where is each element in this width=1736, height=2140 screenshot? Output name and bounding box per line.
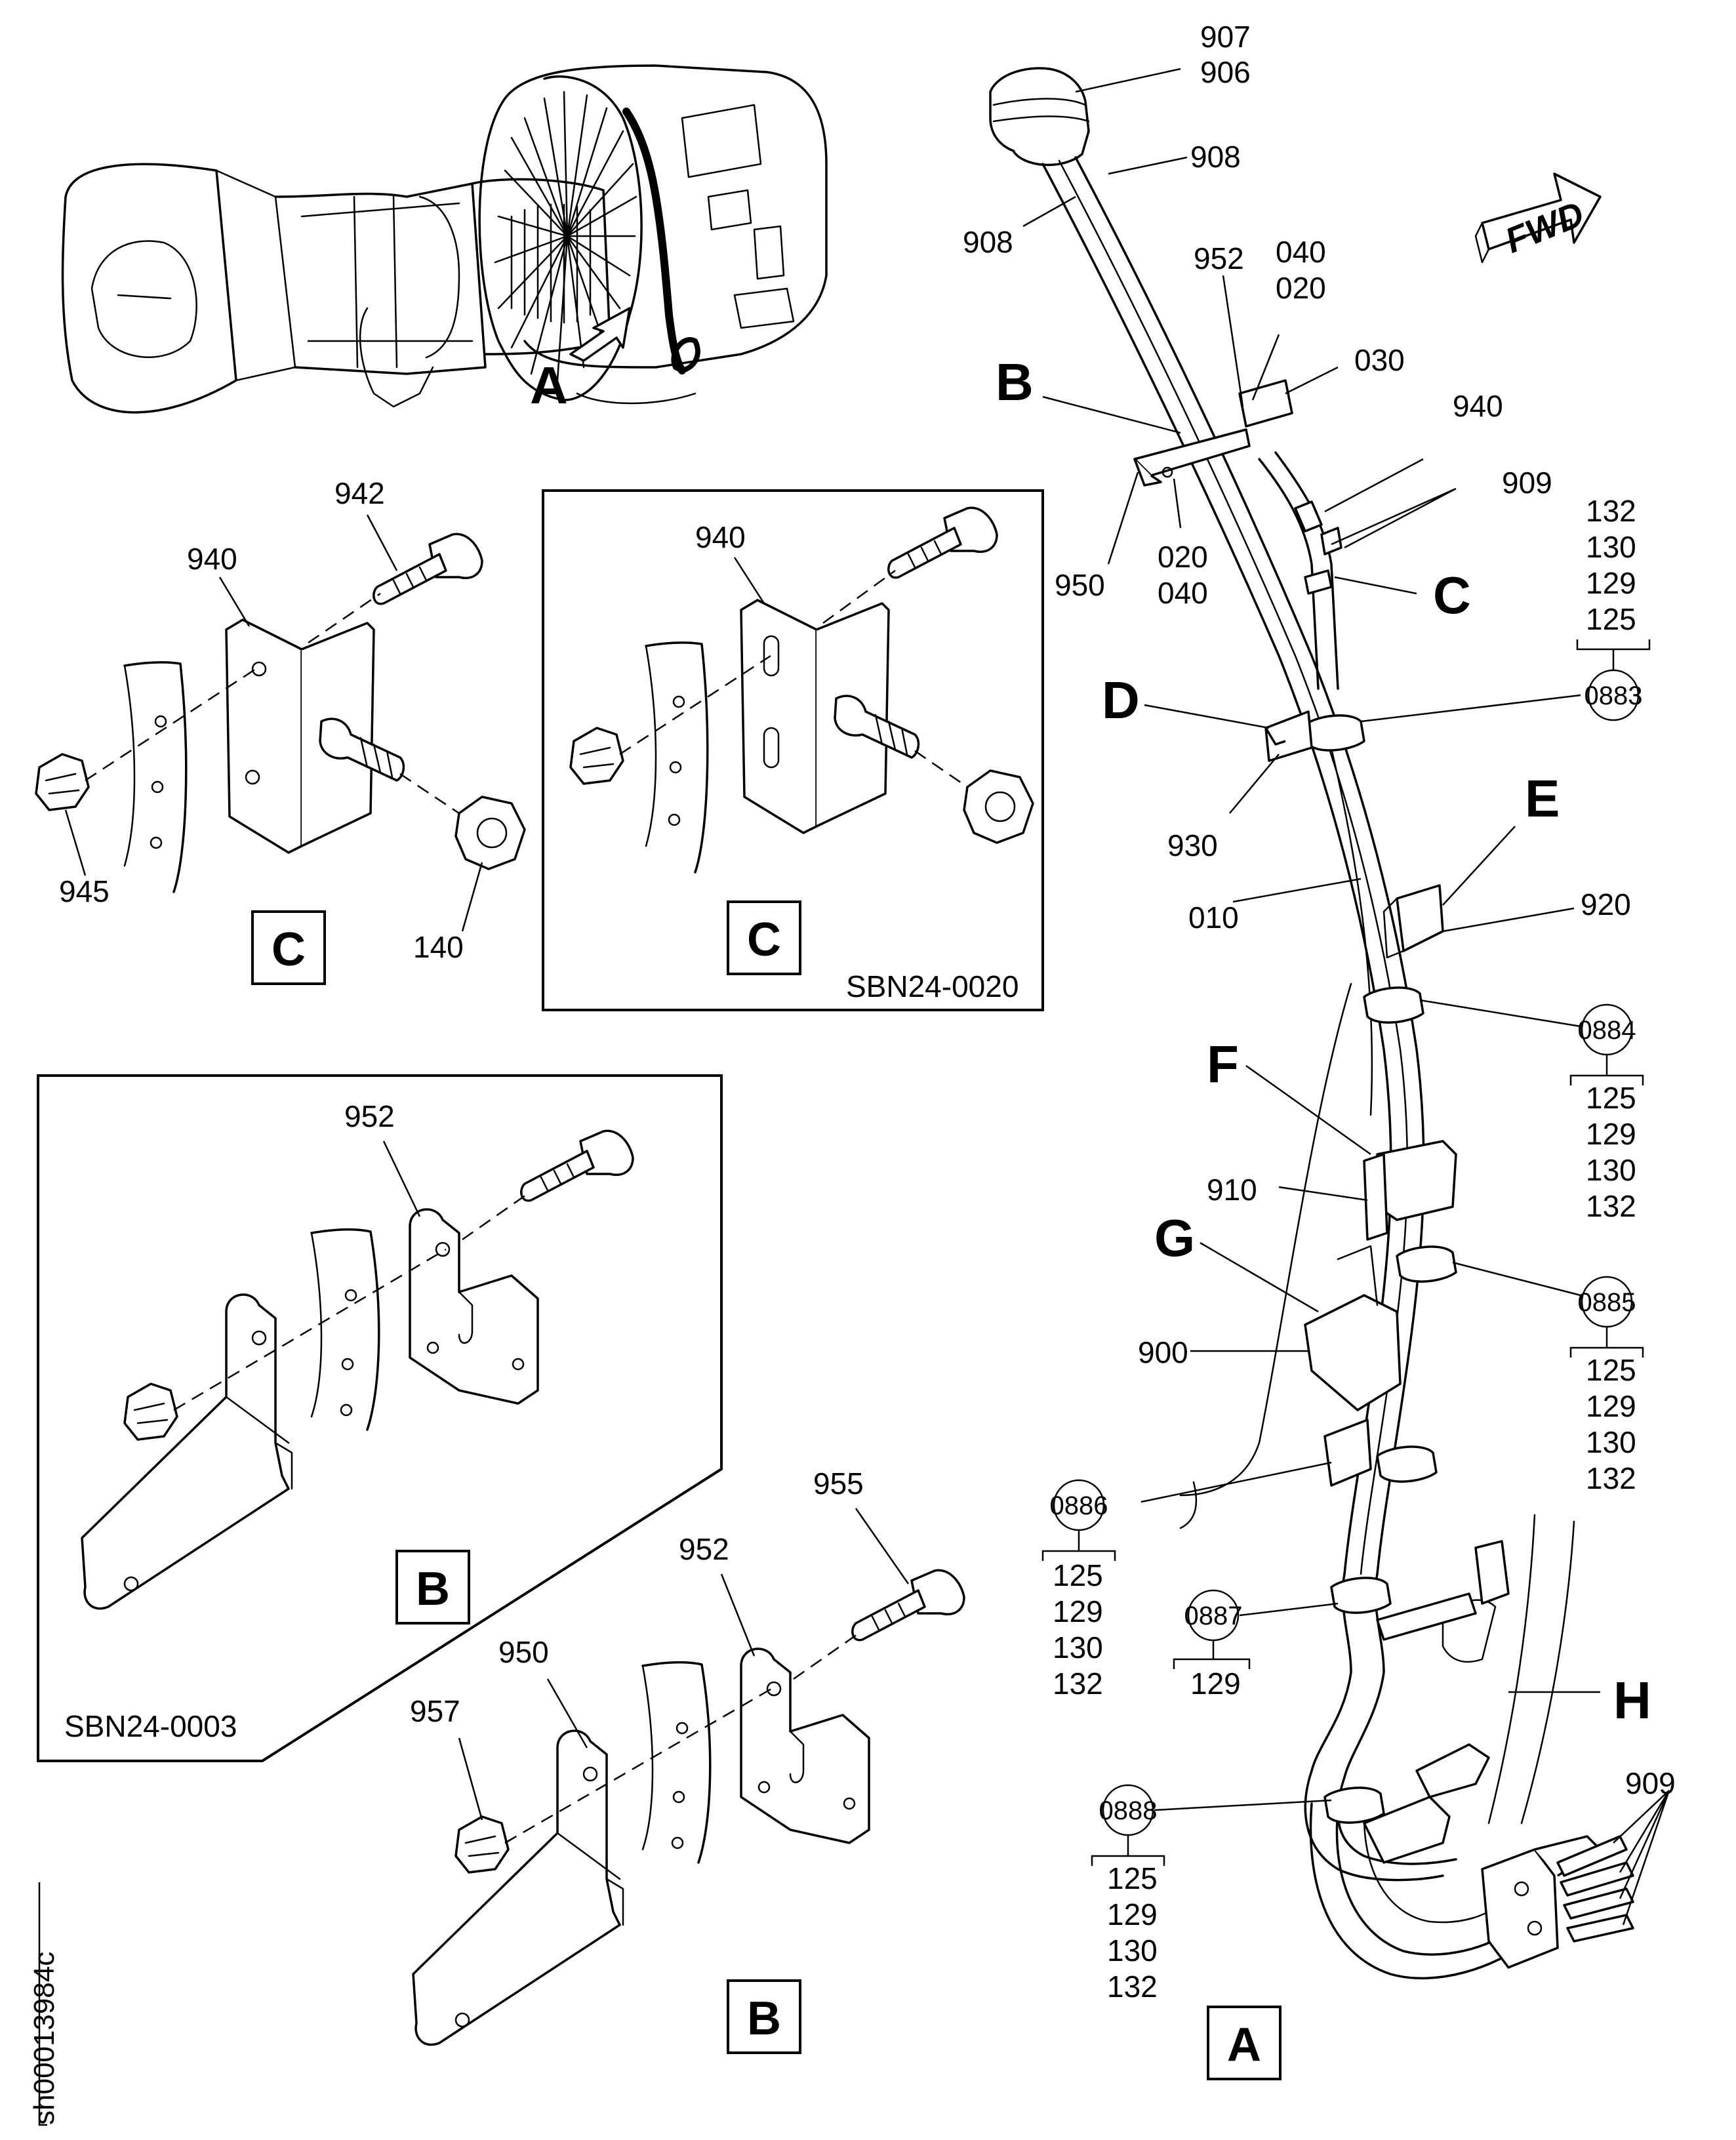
part-030-label: 030 xyxy=(1354,343,1405,377)
view-label-c-inset: C xyxy=(747,914,781,966)
part-908-label: 908 xyxy=(1190,140,1241,174)
view-c-box-left xyxy=(251,910,326,985)
clamp-0885-item-2: 129 xyxy=(1586,1389,1636,1423)
view-c-box-inset xyxy=(727,900,801,975)
clamp-0883-id: 0883 xyxy=(1585,681,1643,710)
inset-b-ref: SBN24-0003 xyxy=(64,1709,237,1743)
clamp-0884-item-3: 130 xyxy=(1586,1153,1636,1187)
clamp-0885-item-3: 130 xyxy=(1586,1425,1636,1459)
clamp-0884-item-2: 129 xyxy=(1586,1117,1636,1151)
part-957-label: 957 xyxy=(410,1694,460,1728)
detail-b-bottom: 952 955 950 957 B xyxy=(410,1466,965,2054)
view-label-c-left: C xyxy=(272,923,306,976)
clamp-0884: 0884 125 129 130 132 xyxy=(1569,1003,1644,1223)
view-b-box-inset xyxy=(395,1550,470,1625)
clamp-0886-id: 0886 xyxy=(1050,1491,1108,1520)
part-908-label-2: 908 xyxy=(963,225,1013,259)
clamp-0885-id: 0885 xyxy=(1578,1288,1636,1317)
part-907-label: 907 xyxy=(1200,20,1251,54)
clamp-0886-item-2: 129 xyxy=(1053,1594,1103,1628)
detail-c-inset: 940 C SBN24-0020 xyxy=(542,489,1044,1011)
clamp-0886-item-3: 130 xyxy=(1053,1630,1103,1665)
part-910-label: 910 xyxy=(1207,1173,1257,1207)
clamp-0888-item-1: 125 xyxy=(1107,1861,1158,1895)
view-label-h: H xyxy=(1613,1671,1651,1729)
clamp-0886-item-4: 132 xyxy=(1053,1666,1103,1701)
clamp-0888-item-4: 132 xyxy=(1107,1969,1158,2004)
part-140-label: 140 xyxy=(413,930,464,964)
clamp-0883-item-2: 130 xyxy=(1586,530,1636,564)
part-020-label: 020 xyxy=(1276,271,1326,305)
inset-c-frame xyxy=(542,489,1044,1011)
clamp-0888-id: 0888 xyxy=(1099,1796,1158,1825)
clamp-0888: 0888 125 129 130 132 xyxy=(1091,1784,1165,2004)
part-942-label: 942 xyxy=(334,476,385,510)
part-940-label-inset: 940 xyxy=(695,520,746,554)
part-950-label: 950 xyxy=(1055,568,1105,602)
clamp-0887-item-1: 129 xyxy=(1190,1666,1241,1701)
detail-c-left: 940 942 945 140 C xyxy=(35,476,526,985)
clamp-0885-item-4: 132 xyxy=(1586,1461,1636,1495)
clamp-0886: 0886 125 129 130 132 xyxy=(1041,1479,1116,1701)
view-label-b-inset: B xyxy=(416,1563,450,1615)
part-900-label: 900 xyxy=(1138,1335,1188,1369)
part-940-label: 940 xyxy=(1453,389,1503,423)
clamp-0883-item-1: 132 xyxy=(1586,494,1636,528)
view-label-b-bottom: B xyxy=(747,1992,781,2045)
part-945-label: 945 xyxy=(59,874,110,908)
part-909-label: 909 xyxy=(1502,466,1552,500)
view-label-a-bottom: A xyxy=(1227,2019,1261,2071)
clamp-0884-item-1: 125 xyxy=(1586,1081,1636,1115)
inset-c-ref: SBN24-0020 xyxy=(846,969,1019,1003)
part-920-label: 920 xyxy=(1581,887,1631,921)
clamp-0884-id: 0884 xyxy=(1578,1016,1636,1045)
view-a-box xyxy=(1207,2006,1282,2080)
view-label-c-main: C xyxy=(1433,566,1471,624)
clamp-0887: 0887 129 xyxy=(1173,1589,1251,1701)
clamp-0884-item-4: 132 xyxy=(1586,1189,1636,1223)
detail-b-inset: 952 B SBN24-0003 xyxy=(37,1074,723,1762)
clamp-0886-item-1: 125 xyxy=(1053,1558,1103,1592)
part-010-label: 010 xyxy=(1188,900,1239,935)
clamp-0887-id: 0887 xyxy=(1184,1602,1243,1630)
clamp-0885: 0885 125 129 130 132 xyxy=(1569,1276,1644,1495)
part-020-label-2: 020 xyxy=(1158,540,1208,574)
part-909-label-2: 909 xyxy=(1625,1766,1676,1800)
part-952-label-inset: 952 xyxy=(344,1099,395,1133)
part-952-label-b: 952 xyxy=(679,1532,729,1566)
part-040-label-2: 040 xyxy=(1158,576,1208,610)
main-labels: 907 906 908 908 952 040 020 030 B 940 90… xyxy=(963,20,1676,1800)
part-930-label: 930 xyxy=(1167,828,1218,862)
part-955-label: 955 xyxy=(813,1466,864,1501)
view-b-box-bottom xyxy=(727,1979,801,2054)
view-label-f: F xyxy=(1207,1035,1239,1093)
main-leaders xyxy=(1022,68,1670,1926)
clamp-0883-item-3: 129 xyxy=(1586,566,1636,600)
doc-id: sh00013984c xyxy=(28,1882,60,2126)
part-940-label-c: 940 xyxy=(187,542,237,576)
view-label-e: E xyxy=(1525,769,1560,828)
fwd-arrow: FWD xyxy=(1474,172,1602,264)
clamp-0883-item-4: 125 xyxy=(1586,602,1636,636)
part-952-label: 952 xyxy=(1194,241,1244,275)
view-label-d: D xyxy=(1102,671,1140,729)
part-950-label-b: 950 xyxy=(498,1635,549,1669)
view-label-a-overview: A xyxy=(530,356,568,414)
part-040-label: 040 xyxy=(1276,235,1326,269)
view-label-b-main: B xyxy=(996,353,1034,411)
clamp-0883: 132 130 129 125 0883 xyxy=(1576,494,1651,721)
clamp-0888-item-3: 130 xyxy=(1107,1933,1158,1968)
inset-b-frame xyxy=(37,1074,723,1762)
clamp-0885-item-1: 125 xyxy=(1586,1353,1636,1387)
part-906-label: 906 xyxy=(1200,55,1251,89)
view-label-g: G xyxy=(1154,1209,1195,1267)
clamp-0888-item-2: 129 xyxy=(1107,1897,1158,1931)
engine-overview xyxy=(61,64,828,414)
doc-id-label: sh00013984c xyxy=(28,1952,60,2125)
